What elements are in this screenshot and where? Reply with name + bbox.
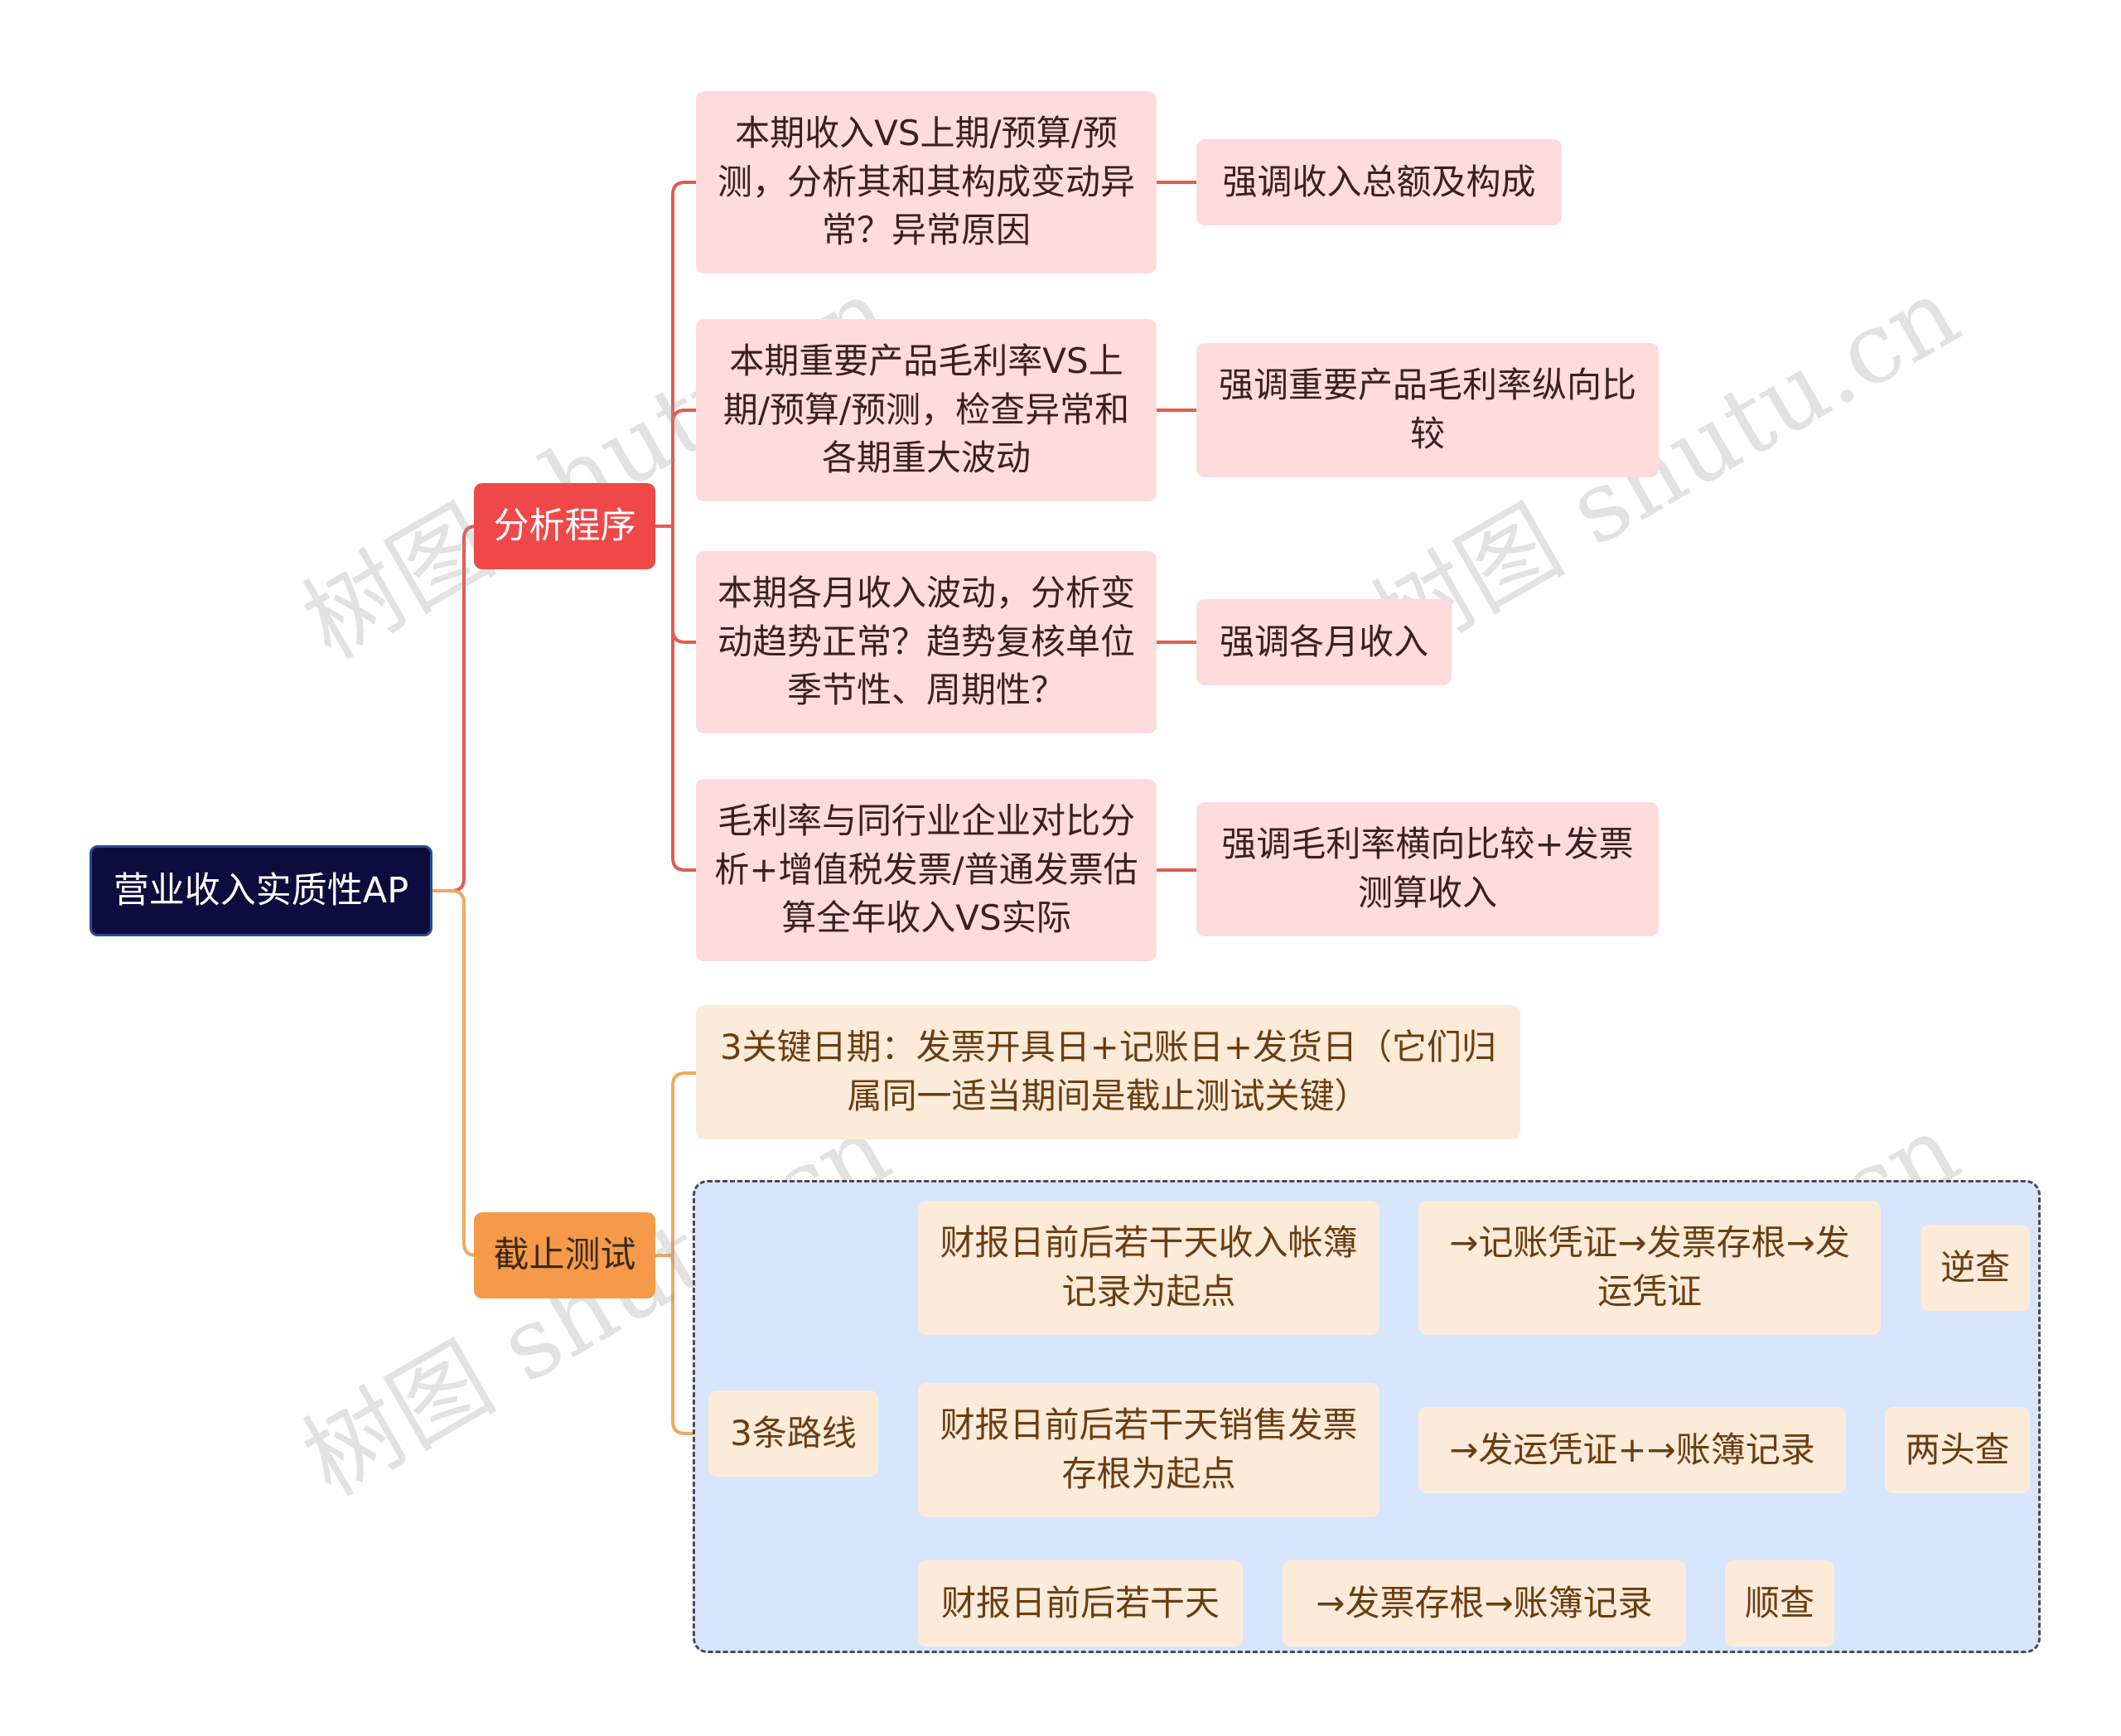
analysis-note-1[interactable]: 强调收入总额及构成: [1196, 139, 1562, 225]
analysis-item-2-text: 本期重要产品毛利率VS上期/预算/预测，检查异常和各期重大波动: [722, 340, 1130, 479]
route-1-path[interactable]: →记账凭证→发票存根→发运凭证: [1418, 1201, 1881, 1335]
route-1-start[interactable]: 财报日前后若干天收入帐簿记录为起点: [918, 1201, 1379, 1335]
branch-analysis[interactable]: 分析程序: [474, 483, 655, 569]
analysis-note-3-text: 强调各月收入: [1219, 621, 1428, 662]
route-1-method[interactable]: 逆查: [1920, 1225, 2030, 1311]
analysis-item-2[interactable]: 本期重要产品毛利率VS上期/预算/预测，检查异常和各期重大波动: [696, 319, 1157, 501]
branch-cutoff-label: 截止测试: [493, 1234, 636, 1276]
routes-label: 3条路线: [730, 1412, 857, 1453]
analysis-item-1[interactable]: 本期收入VS上期/预算/预测，分析其和其构成变动异常？异常原因: [696, 91, 1157, 273]
branch-analysis-label: 分析程序: [493, 505, 636, 547]
analysis-note-1-text: 强调收入总额及构成: [1222, 161, 1536, 202]
route-3-start[interactable]: 财报日前后若干天: [918, 1560, 1243, 1647]
line-root-cutoff: [432, 889, 477, 1257]
root-label: 营业收入实质性AP: [113, 869, 409, 912]
line-root-analysis: [432, 525, 477, 892]
line-cutoff-fan: [655, 1071, 708, 1435]
analysis-item-4-text: 毛利率与同行业企业对比分析+增值税发票/普通发票估算全年收入VS实际: [714, 800, 1138, 939]
route-1-path-text: →记账凭证→发票存根→发运凭证: [1449, 1222, 1850, 1312]
route-1-start-text: 财报日前后若干天收入帐簿记录为起点: [940, 1222, 1358, 1312]
key-dates-text: 3关键日期：发票开具日+记账日+发货日（它们归属同一适当期间是截止测试关键）: [719, 1027, 1497, 1116]
route-2-path[interactable]: →发运凭证+→账簿记录: [1418, 1407, 1846, 1493]
routes-node[interactable]: 3条路线: [708, 1390, 878, 1477]
analysis-note-3[interactable]: 强调各月收入: [1196, 599, 1452, 685]
route-1-method-text: 逆查: [1940, 1246, 2010, 1288]
route-3-path[interactable]: →发票存根→账簿记录: [1283, 1560, 1686, 1647]
key-dates-node[interactable]: 3关键日期：发票开具日+记账日+发货日（它们归属同一适当期间是截止测试关键）: [696, 1005, 1520, 1139]
route-3-start-text: 财报日前后若干天: [940, 1582, 1220, 1623]
route-3-method[interactable]: 顺查: [1725, 1560, 1834, 1647]
analysis-note-2-text: 强调重要产品毛利率纵向比较: [1218, 365, 1636, 454]
route-3-path-text: →发票存根→账簿记录: [1316, 1582, 1653, 1623]
route-2-start-text: 财报日前后若干天销售发票存根为起点: [940, 1405, 1358, 1494]
analysis-item-3[interactable]: 本期各月收入波动，分析变动趋势正常？趋势复核单位季节性、周期性？: [696, 551, 1157, 733]
analysis-note-2[interactable]: 强调重要产品毛利率纵向比较: [1196, 343, 1659, 477]
analysis-item-3-text: 本期各月收入波动，分析变动趋势正常？趋势复核单位季节性、周期性？: [717, 572, 1135, 711]
route-2-method-text: 两头查: [1905, 1429, 2010, 1470]
route-2-path-text: →发运凭证+→账簿记录: [1449, 1429, 1815, 1470]
analysis-note-4-text: 强调毛利率横向比较+发票测算收入: [1221, 824, 1634, 913]
root-node[interactable]: 营业收入实质性AP: [89, 845, 432, 936]
analysis-note-4[interactable]: 强调毛利率横向比较+发票测算收入: [1196, 802, 1659, 936]
route-3-method-text: 顺查: [1744, 1582, 1814, 1623]
line-analysis-fan: [655, 181, 696, 872]
analysis-item-1-text: 本期收入VS上期/预算/预测，分析其和其构成变动异常？异常原因: [717, 112, 1135, 251]
route-2-start[interactable]: 财报日前后若干天销售发票存根为起点: [918, 1383, 1379, 1517]
analysis-item-4[interactable]: 毛利率与同行业企业对比分析+增值税发票/普通发票估算全年收入VS实际: [696, 779, 1157, 961]
branch-cutoff[interactable]: 截止测试: [474, 1212, 655, 1298]
line-analysis-notes: [1157, 181, 1196, 872]
route-2-method[interactable]: 两头查: [1885, 1407, 2030, 1493]
